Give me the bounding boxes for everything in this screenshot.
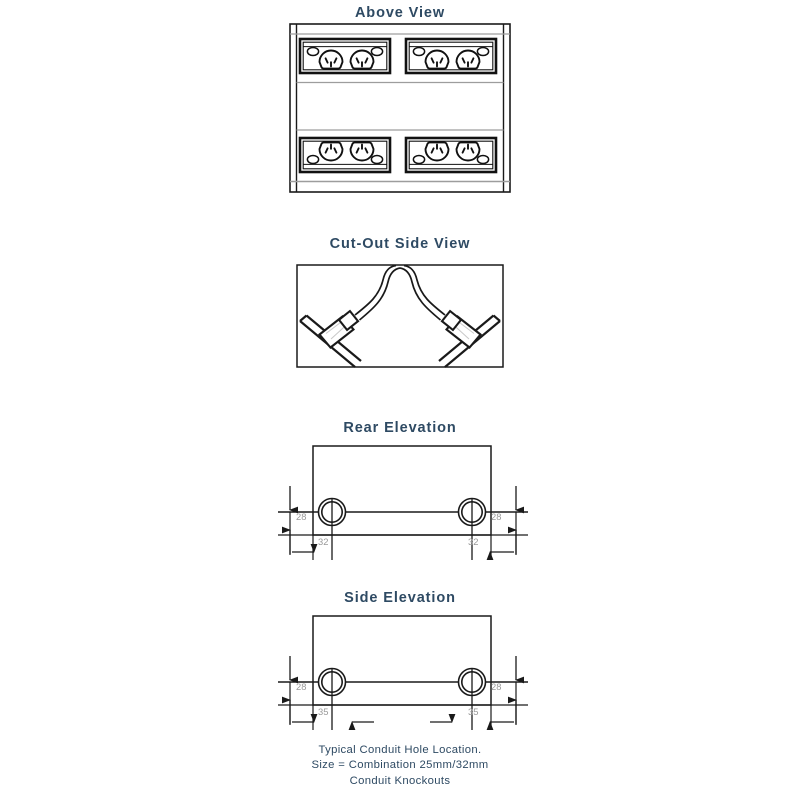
side-dim-horizontal-left: 35	[318, 706, 328, 717]
cutout-side-view-drawing	[296, 264, 504, 368]
cutout-left-plug-assembly	[299, 264, 401, 368]
outlet-plate-bottom-left[interactable]	[298, 136, 392, 174]
outlet-plate-top-left[interactable]	[298, 37, 392, 75]
above-view-title: Above View	[354, 5, 446, 21]
outlet-plate-top-right[interactable]	[404, 37, 498, 75]
rear-knockout-left	[317, 497, 347, 560]
side-elevation-title: Side Elevation	[344, 590, 456, 606]
rear-dim-horizontal-left: 32	[318, 536, 328, 547]
rear-elevation-drawing: 28 28 32 32	[278, 445, 528, 560]
side-dim-vertical-right: 28	[491, 681, 501, 692]
caption-line-2: Size = Combination 25mm/32mm	[311, 759, 489, 772]
side-knockout-left	[317, 667, 347, 730]
cutout-right-plug-assembly	[399, 264, 501, 368]
side-dim-vertical-left: 28	[296, 681, 306, 692]
rear-dim-vertical-right: 28	[491, 511, 501, 522]
side-knockout-right	[457, 667, 487, 730]
outlet-plate-bottom-right[interactable]	[404, 136, 498, 174]
above-view-drawing	[289, 23, 511, 193]
side-elevation-drawing: 28 28 35 35	[278, 615, 528, 730]
rear-dim-vertical-left: 28	[296, 511, 306, 522]
caption-line-1: Typical Conduit Hole Location.	[318, 744, 482, 756]
rear-elevation-title: Rear Elevation	[343, 420, 457, 436]
caption-line-3: Conduit Knockouts	[349, 774, 451, 787]
side-dim-horizontal-right: 35	[468, 706, 478, 717]
drawing-caption: Typical Conduit Hole Location. Size = Co…	[0, 743, 800, 789]
rear-knockout-right	[457, 497, 487, 560]
cutout-enclosure-outline	[296, 264, 504, 368]
rear-dim-horizontal-right: 32	[468, 536, 478, 547]
cutout-side-view-title: Cut-Out Side View	[329, 236, 471, 252]
